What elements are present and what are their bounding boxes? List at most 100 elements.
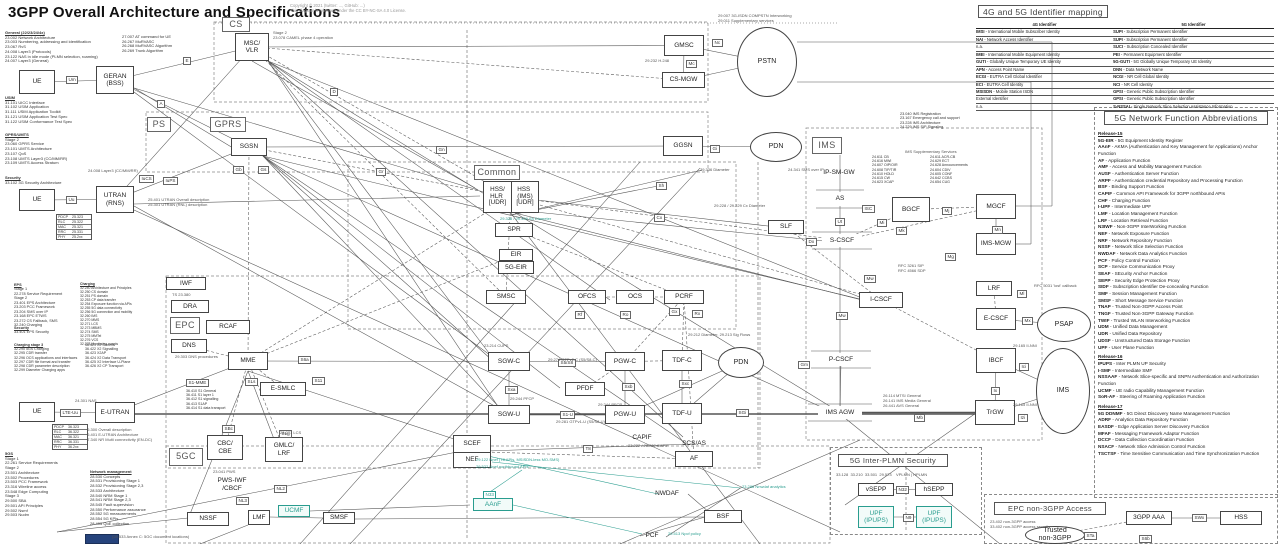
spec-line: Stage 2	[5, 465, 19, 471]
spec-line: 32.256 5G connection and mobility	[80, 310, 133, 315]
spec-line: 36.413 S1AP	[186, 401, 208, 406]
iface-label-nl2: NL2	[274, 485, 288, 493]
annotation-28: 23.288 Nnwdaf analytics	[742, 484, 786, 489]
abbrev-item: AF - Application Function	[1098, 157, 1151, 163]
annotation-29: 29.513 Npcf policy	[668, 531, 701, 536]
abbrev-item: TNAP - Trusted Non-3GPP Access Point	[1098, 304, 1183, 310]
iface-label-s6b: S6b	[1139, 535, 1153, 543]
spec-line: 23.501 Architecture	[5, 469, 40, 475]
spec-line: 28.405 QoE collection	[90, 520, 130, 526]
split-cell-nef: NEF	[454, 451, 490, 468]
spec-line: 26.267 MuRVASC	[122, 38, 155, 44]
annotation-7: 29.274 GTPv2-C (S5/S8-C)	[548, 357, 597, 362]
spec-line: 32.271 LCS	[80, 322, 98, 327]
iface-label-s11: S11	[312, 377, 325, 385]
iface-label-ro: Ro	[620, 311, 631, 319]
spec-line: 23.060 GPRS Service	[5, 141, 45, 147]
spec-line: 31.122 USIM Conformance Test Spec	[5, 118, 73, 124]
node-aaa: 3GPP AAA	[1126, 511, 1172, 525]
node-cbc: CBC/ CBE	[207, 435, 243, 460]
iface-label-nc: Nc	[712, 39, 723, 47]
spec-line: 23.548 Edge Computing	[5, 488, 49, 494]
spec-line: 32.295 CDR transfer	[14, 351, 47, 356]
spec-line: 32.276 VCS	[80, 338, 99, 343]
iface-label-gb: Gb	[233, 166, 245, 174]
spec-line: 23.108 UMTS Layer3 (CC/MM/RR)	[5, 155, 68, 161]
abbrev-item: TWIF - Trusted WLAN Interworking Functio…	[1098, 317, 1191, 323]
annotation-33: (28.533 Annex C: 5GC document locations)	[112, 534, 190, 539]
node-psap: PSAP	[1037, 307, 1091, 342]
spec-line: 32.254 Exposure function via APIs	[80, 302, 132, 307]
spec-line: Stage 2	[5, 136, 19, 142]
spec-line: 23.167 Emergency call and support	[900, 116, 960, 121]
spec-line: 36.423 X2AP	[85, 351, 107, 356]
node-pcf: PCF	[645, 532, 659, 540]
abbrev-item: IPUPS - Inter PLMN UP Security	[1098, 360, 1166, 366]
spec-line: 28.533 Architecture	[90, 487, 125, 493]
iface-label-n32: N32	[896, 486, 910, 494]
spec-line: 23.107 QoS	[5, 150, 27, 156]
node-ims-cloud: IMS	[1036, 348, 1090, 434]
abbrev-item: NSACF - Network Slice Admission Control …	[1098, 443, 1206, 449]
annotation-15: 29.165 II-NNI	[1013, 402, 1037, 407]
node-dra: DRA	[171, 300, 209, 313]
node-lrf2: LRF	[976, 281, 1012, 296]
abbrev-section-heading: Release-16	[1098, 354, 1123, 360]
idmap-panel-title: 4G and 5G Identifier mapping	[978, 5, 1108, 18]
idmap-row: n.a.SUCI - Subscription Concealed Identi…	[976, 44, 1274, 52]
node-gmlc: GMLC/ LRF	[265, 437, 303, 462]
iface-label-uu: Uu	[66, 196, 77, 204]
abbrev-item: UDR - Unified Data Repository	[1098, 331, 1162, 337]
iface-label-mi: Mi	[877, 219, 887, 227]
spec-line: 36.425 X2 Interface U-Plane	[85, 359, 131, 364]
split-cell-scef: SCEF	[463, 440, 481, 448]
iface-label-mk: Mk	[896, 227, 908, 235]
node-nwdaf: NWDAF	[655, 490, 679, 498]
spec-line: 23.040 IMS Registration	[900, 112, 941, 116]
spec-line: 23.228 IMS Architecture	[900, 120, 941, 125]
abbrev-item: AAnF - AKMA (Authentication and Key Mana…	[1098, 144, 1258, 157]
annotation-9: 29.244 PFCP	[598, 402, 623, 407]
spec-line: 28.530 Concepts	[90, 473, 121, 479]
spec-line: 23.272 CS Fallback, SMS	[14, 318, 58, 323]
node-ibcf: IBCF	[976, 348, 1016, 373]
abbrev-item: UPF - User Plane Function	[1098, 344, 1155, 350]
spec-list-heading: Charging stage 3	[14, 343, 44, 347]
spec-line: 31.111 USIM Application Toolkit	[5, 109, 61, 115]
spec-line: 32.240 Architecture and Principles	[80, 286, 132, 291]
abbrev-item: N3IWF - Non-3GPP InterWorking Function	[1098, 224, 1187, 230]
spec-line: 24.654 CUG	[930, 180, 950, 185]
spec-list-heading: General (22/23/24/4x)	[5, 30, 45, 35]
node-common: Common	[474, 165, 520, 180]
spec-line: 28.554 5G KPIs	[90, 516, 119, 522]
iface-label-lteuu: LTE-Uu	[60, 409, 81, 417]
spec-line: 32.275 MMTel	[80, 334, 102, 339]
iface-label-gm: Gm	[798, 361, 811, 369]
iface-label-sxc: Sxc	[679, 380, 692, 388]
spec-line: 32.296 OCS applications and interfaces	[14, 355, 78, 360]
node-e-smlc: E-SMLC	[260, 382, 306, 396]
node-5gc: 5GC	[169, 448, 203, 466]
abbreviations-panel-title: 5G Network Function Abbreviations	[1104, 111, 1268, 125]
node-5g-eir: 5G-EIR	[498, 261, 534, 274]
iface-label-mj: Mj	[942, 207, 952, 215]
inter-plmn-panel-border	[830, 447, 982, 535]
spec-line: 32.297 CDR file format and transfer	[14, 359, 71, 364]
annotation-24: IMS Supplementary Services	[905, 149, 957, 154]
node-epc: EPC	[170, 317, 200, 334]
iface-label-gi: Gi	[710, 145, 720, 153]
spec-line: 28.540 NRM Stage 1	[90, 492, 128, 498]
node-iwf: IWF	[166, 277, 206, 290]
abbrev-item: NSSAAF - Network Slice-specific and SNPN…	[1098, 374, 1260, 386]
spec-line: 23.002 Network Architecture	[5, 34, 56, 40]
